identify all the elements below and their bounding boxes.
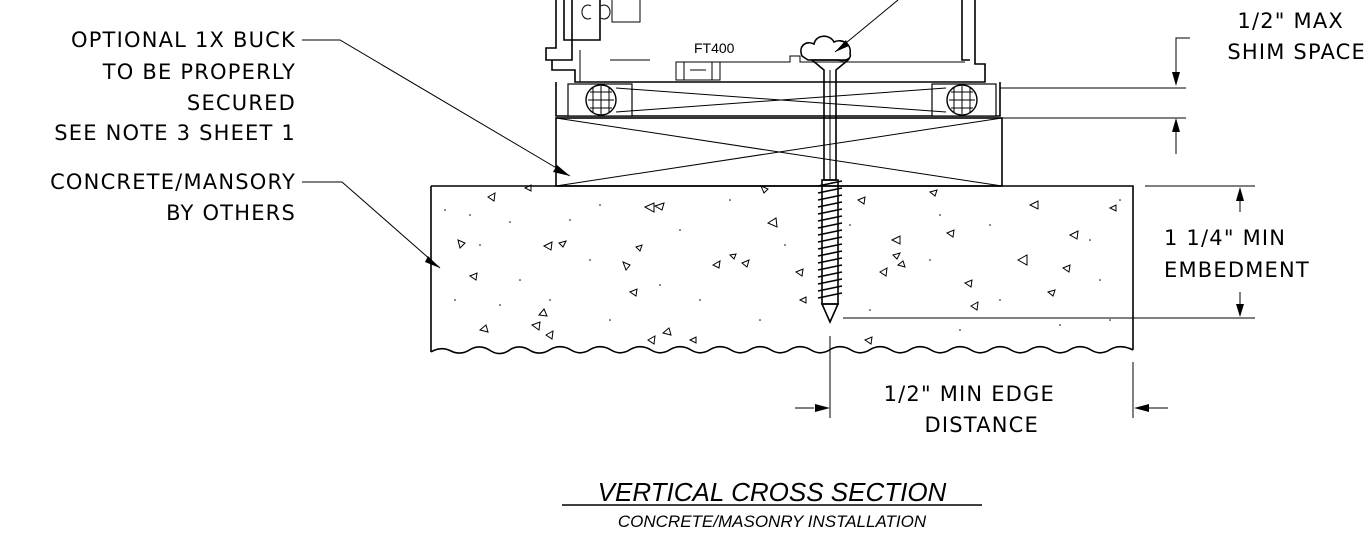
wood-buck [555,117,1003,187]
buck-leader [302,39,571,177]
buck-label-line-2: TO BE PROPERLY [102,60,296,84]
backer-rod-left [567,83,633,117]
shim-dimension [1000,37,1190,154]
edge-label-line-1: 1/2" MIN EDGE [884,382,1055,406]
buck-label-line-4: SEE NOTE 3 SHEET 1 [54,121,296,145]
window-frame-profile: FT400 [545,0,1001,117]
edge-distance-dimension [795,336,1168,418]
concrete-leader [302,181,441,269]
shim-label-line-2: SHIM SPACE [1227,40,1366,64]
buck-label-line-3: SECURED [187,91,296,115]
embedment-label-line-1: 1 1/4" MIN [1164,226,1286,250]
shim-label: 1/2" MAX SHIM SPACE [1227,9,1366,64]
title-block: VERTICAL CROSS SECTION CONCRETE/MASONRY … [562,477,982,531]
concrete-label-line-2: BY OTHERS [166,201,296,225]
drawing-subtitle: CONCRETE/MASONRY INSTALLATION [618,512,927,531]
buck-label-line-1: OPTIONAL 1X BUCK [71,28,296,52]
edge-label-line-2: DISTANCE [925,413,1040,437]
concrete-label-line-1: CONCRETE/MANSORY [50,170,296,194]
embedment-label-line-2: EMBEDMENT [1164,258,1310,282]
buck-label: OPTIONAL 1X BUCK TO BE PROPERLY SECURED … [54,28,296,145]
concrete-anchor-screw [809,59,851,324]
drawing-title: VERTICAL CROSS SECTION [598,477,947,507]
shim-label-line-1: 1/2" MAX [1237,9,1344,33]
concrete-substrate [430,184,1134,355]
concrete-label: CONCRETE/MANSORY BY OTHERS [50,170,296,225]
aggregate-triangles [457,184,1117,345]
frame-label: FT400 [694,40,735,56]
aggregate-dots [444,199,1121,331]
embedment-label: 1 1/4" MIN EMBEDMENT [1164,226,1310,282]
embedment-dimension [843,185,1255,319]
backer-rod-right [931,83,997,117]
edge-label: 1/2" MIN EDGE DISTANCE [884,382,1055,437]
